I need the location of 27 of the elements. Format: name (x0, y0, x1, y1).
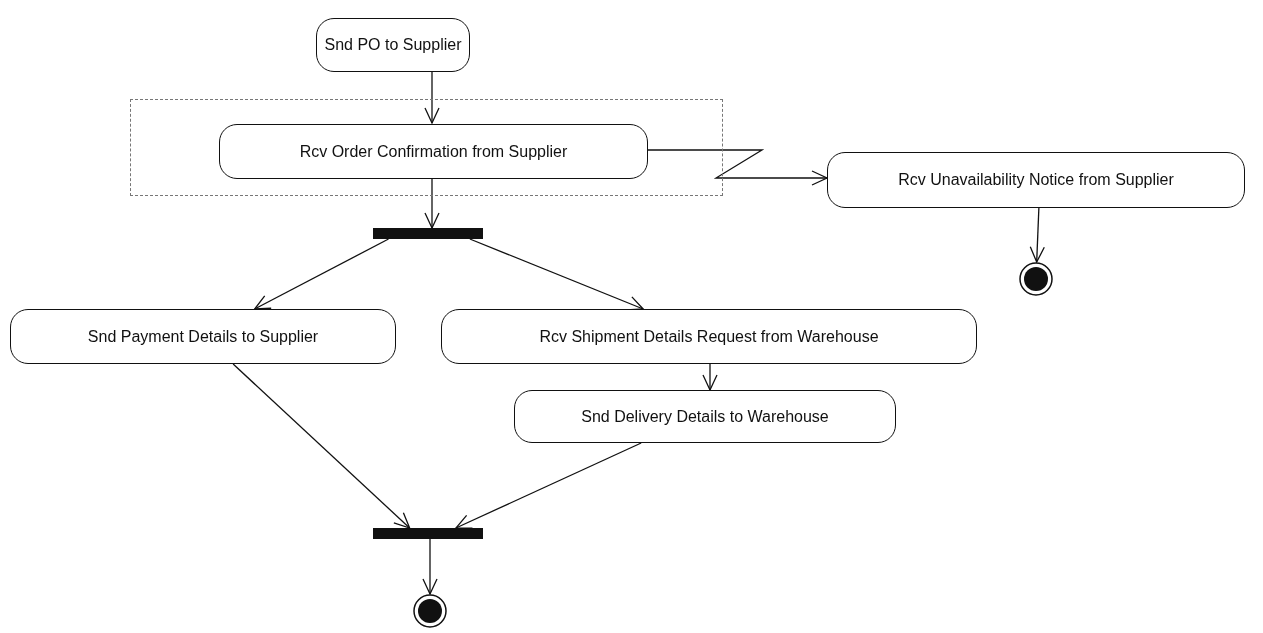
action-label: Rcv Shipment Details Request from Warehouse (539, 327, 879, 346)
action-label: Snd Payment Details to Supplier (87, 327, 319, 346)
sync-bar (373, 228, 483, 239)
action-box (10, 309, 396, 364)
action-box (827, 152, 1245, 208)
arrow (469, 238, 644, 311)
action-box (441, 309, 977, 364)
arrow (232, 363, 411, 529)
dashed-region (130, 99, 723, 196)
final-node (413, 594, 447, 628)
action-box (316, 18, 470, 72)
action-label: Rcv Unavailability Notice from Supplier (898, 171, 1174, 189)
final-node (1019, 262, 1053, 296)
arrow (646, 149, 828, 186)
arrow (702, 363, 718, 391)
action-box (514, 390, 896, 443)
action-label: Snd Delivery Details to Warehouse (581, 407, 829, 426)
sync-bar (373, 528, 483, 539)
arrow (1029, 207, 1045, 263)
action-box (219, 124, 648, 179)
arrow (424, 71, 440, 124)
arrow (254, 238, 390, 310)
arrow (424, 177, 440, 229)
action-label: Rcv Order Confirmation from Supplier (299, 142, 568, 161)
arrow (422, 538, 438, 595)
action-label: Snd PO to Supplier (324, 36, 462, 54)
arrow (455, 442, 642, 529)
